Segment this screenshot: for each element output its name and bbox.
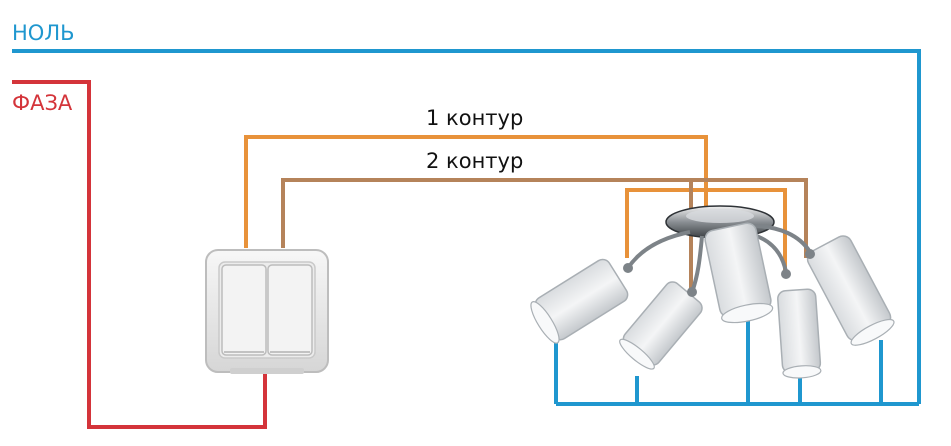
five-arm-chandelier-icon — [530, 205, 895, 379]
circuit-2-wire — [281, 178, 808, 258]
null-wire-main — [12, 49, 921, 404]
circuit-2-label: 2 контур — [426, 149, 524, 173]
double-gang-light-switch-icon — [205, 249, 329, 374]
phase-wire — [12, 80, 267, 429]
null-wire-label: НОЛЬ — [12, 21, 75, 45]
phase-wire-label: ФАЗА — [12, 91, 73, 115]
circuit-1-label: 1 контур — [426, 106, 524, 130]
